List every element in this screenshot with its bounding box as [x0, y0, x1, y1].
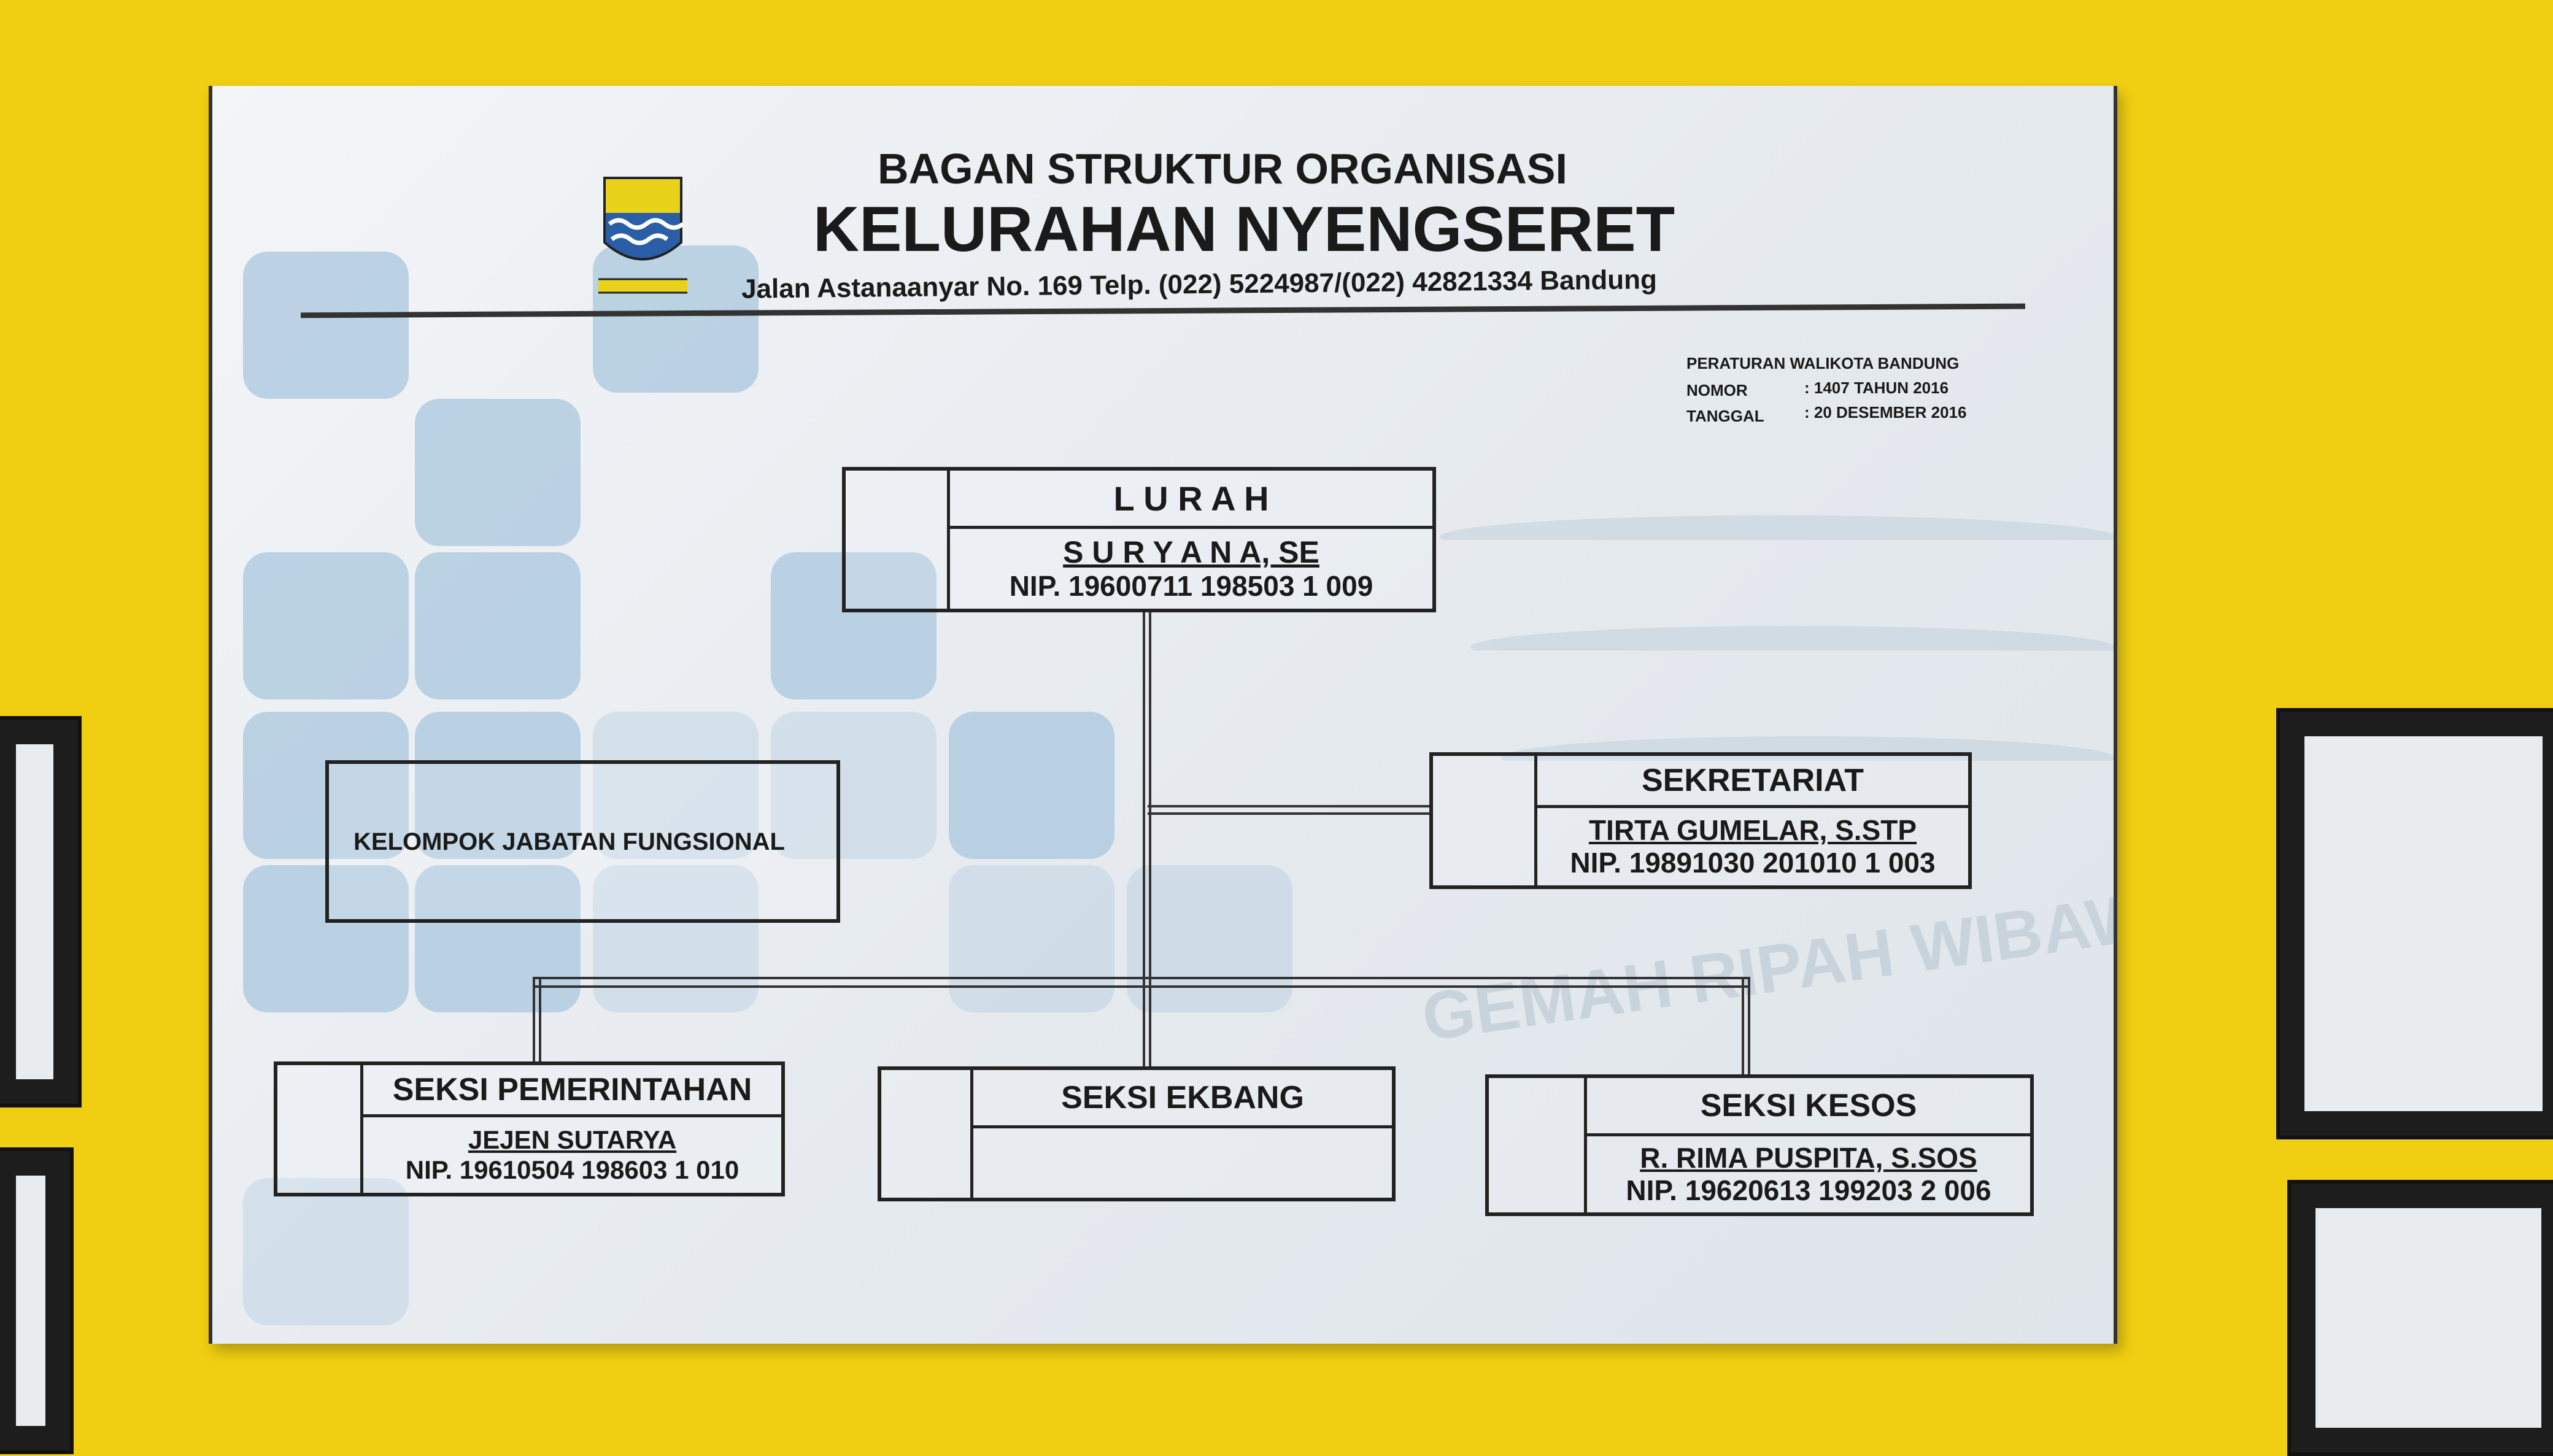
wall-frame-right-top — [2276, 708, 2553, 1139]
kesos-title: SEKSI KESOS — [1587, 1078, 2030, 1136]
decor-tile — [593, 712, 759, 859]
kesos-nip: NIP. 19620613 199203 2 006 — [1626, 1174, 1991, 1206]
regulation-title: PERATURAN WALIKOTA BANDUNG — [1686, 354, 1960, 372]
lurah-nip: NIP. 19600711 198503 1 009 — [1009, 570, 1373, 603]
decor-wave — [1470, 626, 2114, 669]
decor-tile — [771, 552, 937, 699]
decor-tile — [415, 399, 581, 546]
regulation-nomor-value: : 1407 TAHUN 2016 — [1804, 379, 1949, 397]
sekretariat-box: SEKRETARIAT TIRTA GUMELAR, S.STP NIP. 19… — [1429, 752, 1972, 889]
ekbang-title: SEKSI EKBANG — [973, 1070, 1392, 1128]
seksi-pemerintahan-box: SEKSI PEMERINTAHAN JEJEN SUTARYA NIP. 19… — [274, 1061, 785, 1196]
sekretariat-nip: NIP. 19891030 201010 1 003 — [1570, 847, 1936, 879]
decor-tile — [415, 865, 581, 1012]
decor-tile — [949, 865, 1114, 1012]
connector-seksi-bar — [533, 977, 1750, 988]
regulation-tanggal-value: : 20 DESEMBER 2016 — [1804, 403, 1967, 422]
decor-wave — [1440, 515, 2114, 558]
decor-tile — [415, 552, 581, 699]
connector-pemerintahan — [533, 977, 541, 1063]
pemerintahan-name: JEJEN SUTARYA — [468, 1125, 677, 1155]
decor-tile — [243, 252, 409, 399]
lurah-box: L U R A H S U R Y A N A, SE NIP. 1960071… — [842, 467, 1436, 612]
lurah-title: L U R A H — [950, 471, 1432, 529]
connector-kesos — [1742, 977, 1750, 1075]
org-chart-board: GEMAH RIPAH WIBAWA MUKTI — [209, 86, 2117, 1344]
regulation-nomor-label: NOMOR — [1686, 381, 1748, 399]
decor-tile — [243, 552, 409, 699]
fungsional-title: KELOMPOK JABATAN FUNGSIONAL — [353, 828, 785, 855]
decor-tile — [1127, 865, 1292, 1012]
lurah-name: S U R Y A N A, SE — [1063, 534, 1319, 569]
wall-frame-right-bottom — [2287, 1180, 2553, 1456]
pemerintahan-nip: NIP. 19610504 198603 1 010 — [405, 1155, 740, 1184]
kesos-name: R. RIMA PUSPITA, S.SOS — [1640, 1142, 1977, 1174]
bandung-city-logo-icon — [598, 177, 687, 294]
wall-frame-left-bottom — [0, 1147, 74, 1454]
pemerintahan-title: SEKSI PEMERINTAHAN — [363, 1065, 781, 1117]
wall-frame-left-top — [0, 716, 82, 1107]
fungsional-box: KELOMPOK JABATAN FUNGSIONAL — [325, 760, 840, 923]
decor-tile — [593, 865, 759, 1012]
chart-title: BAGAN STRUKTUR ORGANISASI — [878, 145, 1567, 193]
decor-tile — [593, 245, 759, 393]
decor-tile — [949, 712, 1114, 859]
seksi-ekbang-box: SEKSI EKBANG — [878, 1066, 1396, 1201]
connector-sekretariat — [1148, 805, 1430, 815]
sekretariat-title: SEKRETARIAT — [1537, 756, 1968, 808]
sekretariat-name: TIRTA GUMELAR, S.STP — [1588, 814, 1917, 847]
regulation-tanggal-label: TANGGAL — [1686, 407, 1764, 425]
seksi-kesos-box: SEKSI KESOS R. RIMA PUSPITA, S.SOS NIP. … — [1485, 1074, 2034, 1216]
decor-tile — [243, 1178, 409, 1325]
connector-lurah-down — [1143, 612, 1151, 1066]
decor-tile — [771, 712, 937, 859]
chart-subtitle: KELURAHAN NYENGSERET — [813, 194, 1675, 265]
decor-tile — [415, 712, 581, 859]
